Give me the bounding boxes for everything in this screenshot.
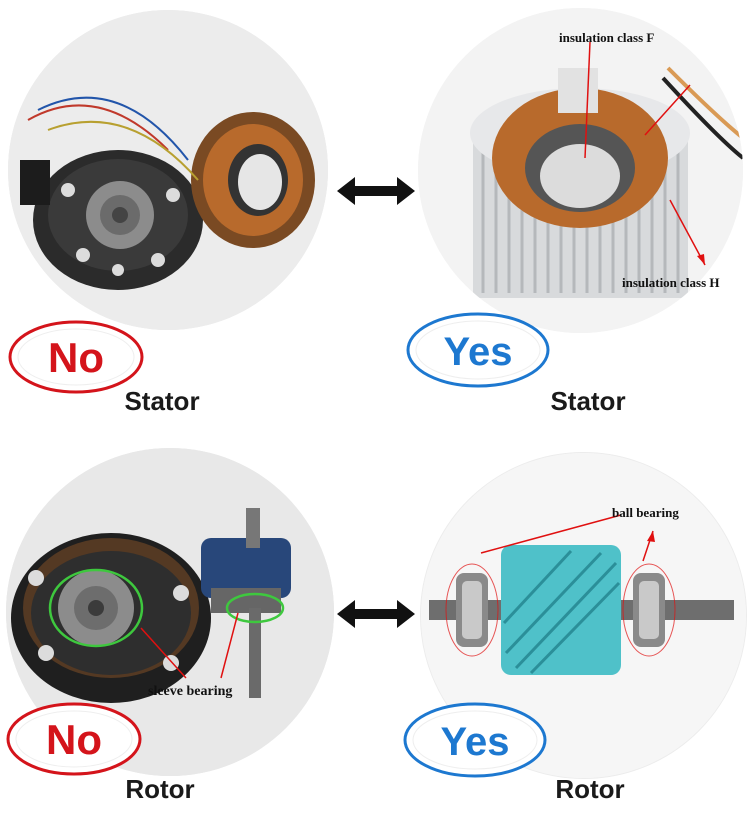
no-badge-text: No bbox=[46, 716, 102, 763]
ball-bearing-label: ball bearing bbox=[612, 505, 679, 520]
old-stator-photo bbox=[8, 10, 328, 330]
yes-badge-text: Yes bbox=[441, 720, 510, 764]
no-badge: No bbox=[6, 318, 146, 396]
new-stator-photo bbox=[418, 8, 743, 333]
callout-lines bbox=[584, 41, 706, 266]
stator-no-caption: Stator bbox=[124, 386, 200, 416]
yes-badge: Yes bbox=[400, 700, 550, 780]
insulation-class-f-label: insulation class F bbox=[559, 30, 655, 45]
yes-badge: Yes bbox=[403, 310, 553, 390]
yes-badge-text: Yes bbox=[444, 330, 513, 374]
stator-yes-caption: Stator bbox=[550, 386, 626, 416]
rotor-no-caption: Rotor bbox=[125, 774, 195, 804]
no-badge: No bbox=[4, 700, 144, 778]
rotor-yes-caption: Rotor bbox=[555, 774, 625, 804]
double-arrow-icon bbox=[337, 598, 415, 635]
new-rotor-photo bbox=[420, 452, 747, 779]
sleeve-bearing-label: sleeve bearing bbox=[148, 684, 233, 699]
no-badge-text: No bbox=[48, 334, 104, 381]
double-arrow-icon bbox=[337, 175, 415, 212]
insulation-class-h-label: insulation class H bbox=[622, 275, 720, 290]
